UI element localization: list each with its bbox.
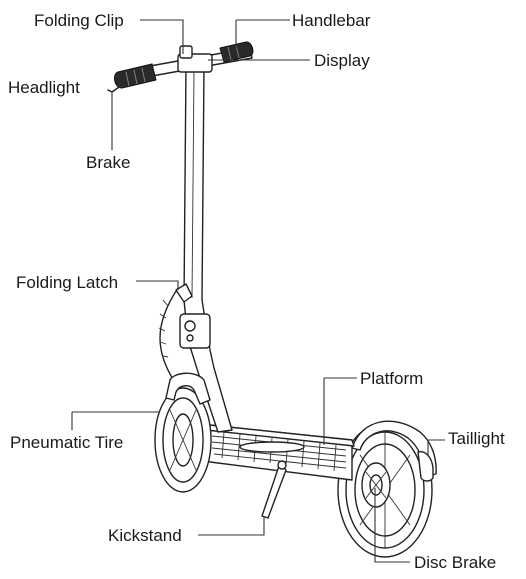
label-pneumatic-tire: Pneumatic Tire [10,433,123,452]
label-folding-clip: Folding Clip [34,11,124,30]
leader-folding-clip [140,19,184,54]
label-handlebar: Handlebar [292,11,371,30]
deck-platform [196,423,355,481]
right-grip [219,41,254,63]
front-wheel [154,387,212,493]
brake-cable [159,287,179,385]
leader-headlight [117,84,125,89]
leader-lines [71,19,445,563]
leader-handlebar [235,19,290,48]
leader-disc-brake [374,488,410,563]
leader-pneumatic-tire [71,411,160,430]
label-folding-latch: Folding Latch [16,273,118,292]
label-headlight: Headlight [8,78,80,97]
label-disc-brake: Disc Brake [414,553,496,572]
label-brake: Brake [86,153,130,172]
label-display: Display [314,51,370,70]
label-platform: Platform [360,369,423,388]
leader-platform [323,377,357,445]
kickstand-leg [261,460,287,519]
scooter-illustration [107,41,437,558]
taillight-unit [417,451,434,482]
left-grip [114,63,157,89]
part-labels: Folding Clip Handlebar Headlight Display… [8,11,505,572]
leader-folding-latch [136,280,179,290]
label-kickstand: Kickstand [108,526,182,545]
leader-kickstand [198,517,265,536]
folding-latch-hinge [175,283,211,349]
leader-taillight [427,439,445,456]
handlebar-assembly [107,41,254,93]
front-fork [165,372,211,405]
disc-brake-rotor [361,462,391,508]
label-taillight: Taillight [448,429,505,448]
